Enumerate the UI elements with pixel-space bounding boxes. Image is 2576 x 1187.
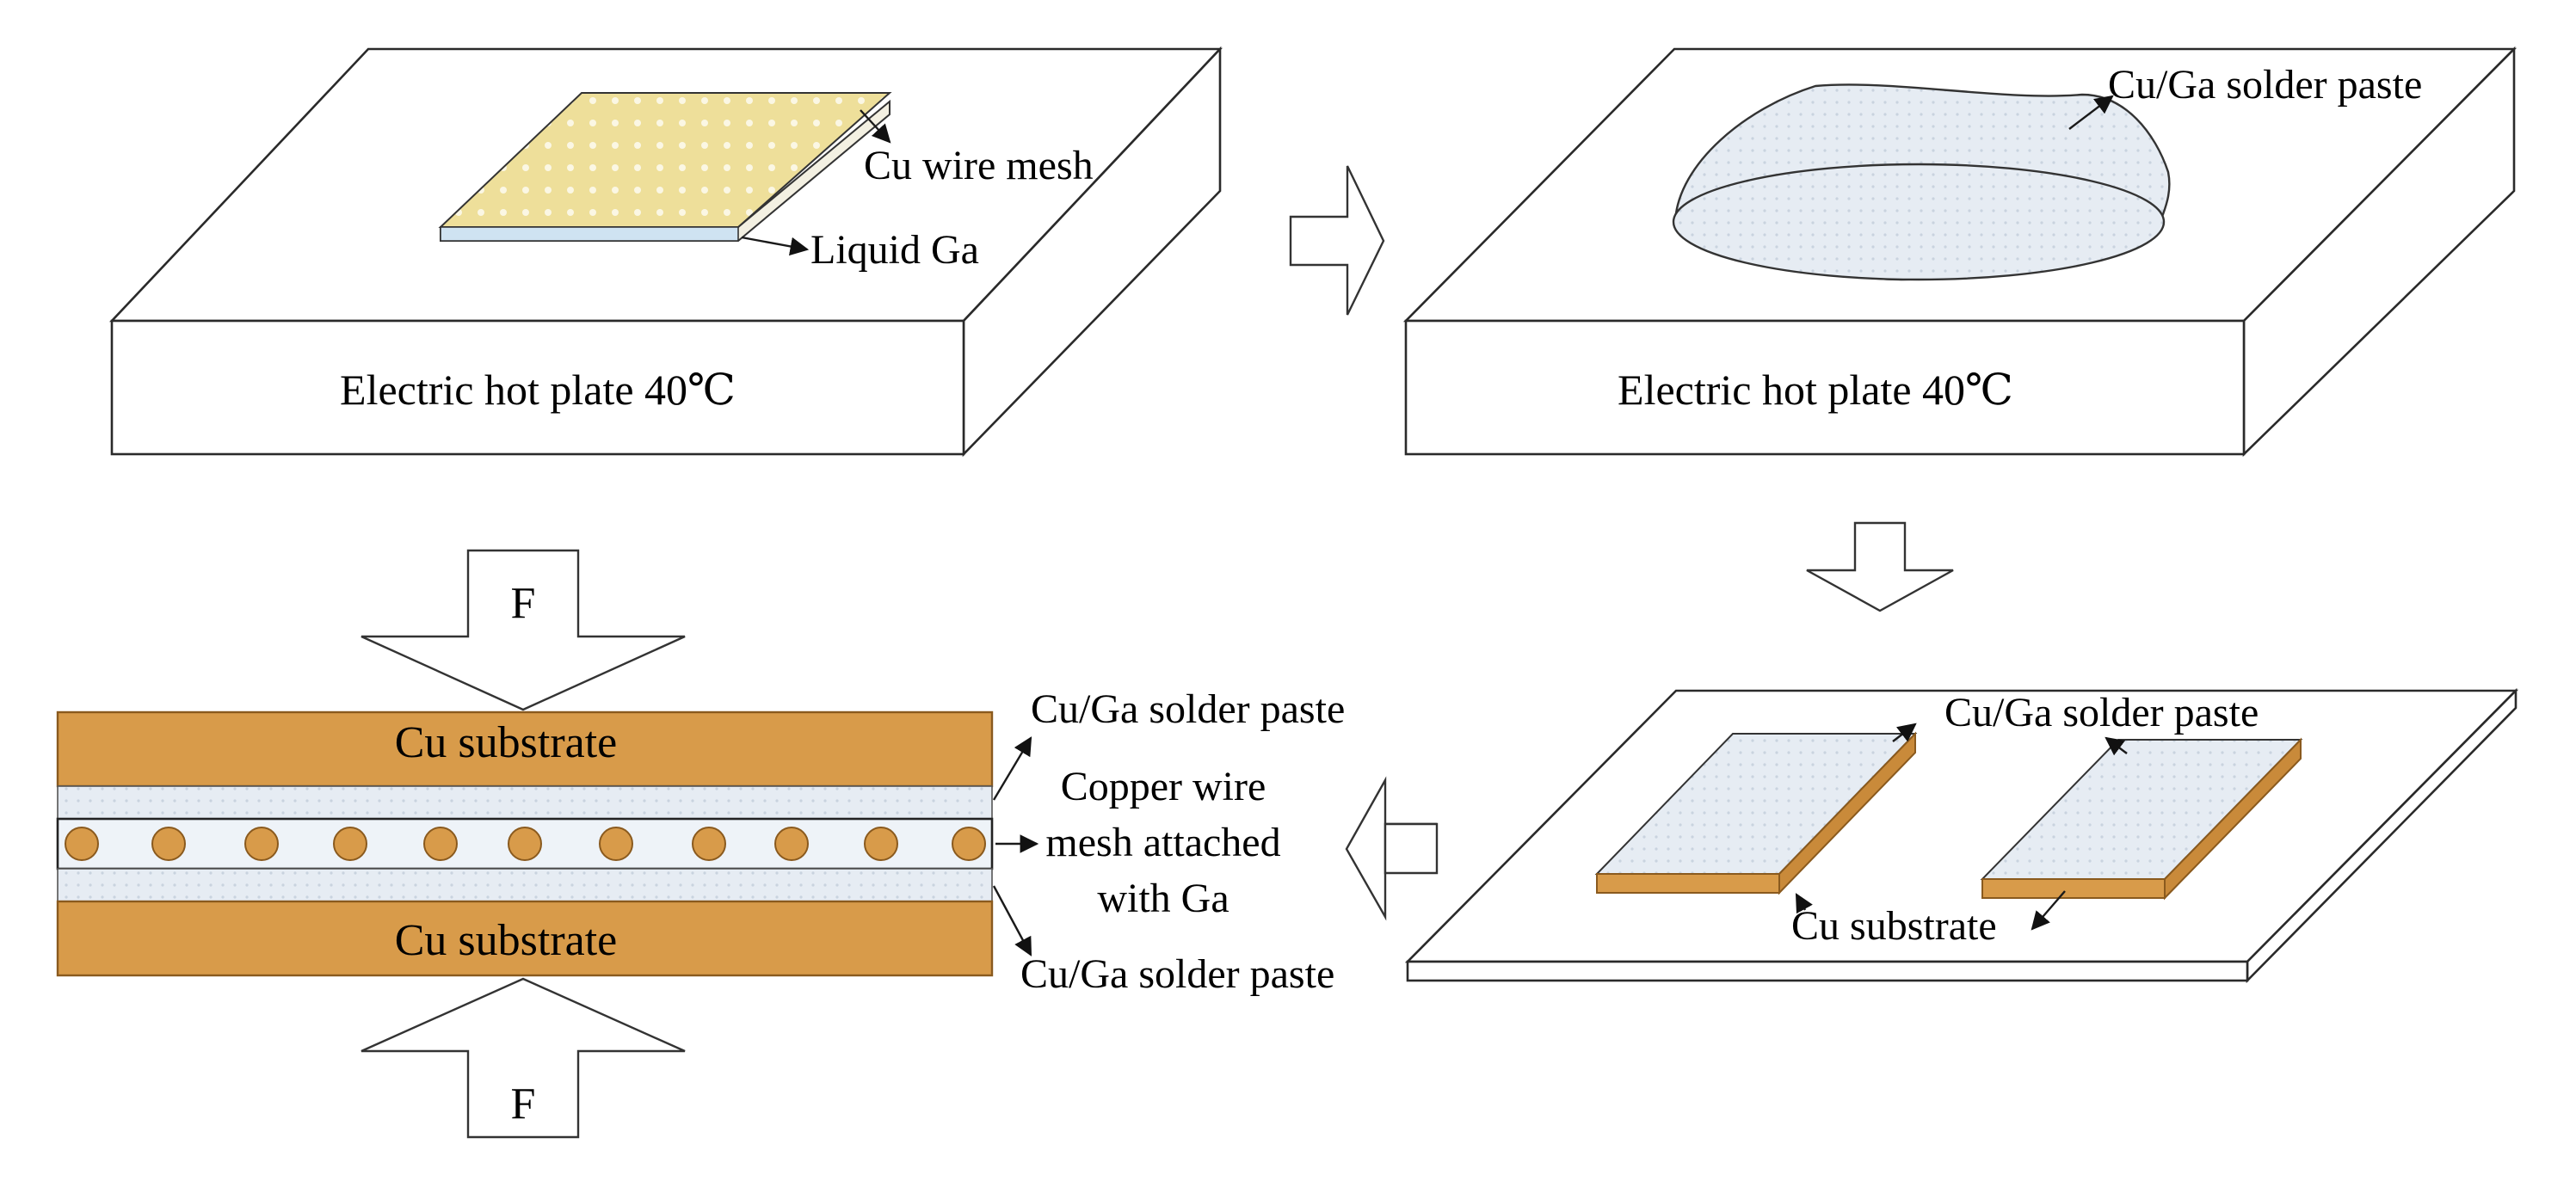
paste-leader-3 [1892,723,1917,742]
paste-label-2: Cu/Ga solder paste [2108,62,2422,108]
arrow-left-body [1384,822,1439,875]
arrow-down [1806,521,1954,612]
base-plate-front [1406,960,2249,982]
cu-substrate-top-label: Cu substrate [395,718,618,767]
cu-wire-mesh-front-edge [440,226,739,242]
arrow-right-1 [1289,165,1385,316]
wire-5 [423,827,458,861]
mesh-wires [65,827,986,861]
hotplate-2-front [1404,319,2246,456]
substrate-right-front [1981,878,2166,899]
cu-substrate-bottom [56,900,994,977]
paste-leader-3b [2105,736,2128,756]
mesh-label-line-1: Copper wire [1061,764,1266,809]
panel-paste-on-substrates: Cu/Ga solder paste Cu substrate [1404,687,2519,984]
cu-wire-mesh-label: Cu wire mesh [864,143,1094,188]
wire-6 [508,827,542,861]
wire-4 [333,827,367,861]
mesh-label-line-3: with Ga [1097,876,1229,921]
wire-1 [65,827,99,861]
hotplate-1-label: Electric hot plate 40℃ [340,366,736,414]
wire-11 [952,827,986,861]
cu-substrate-label-3: Cu substrate [1791,903,1997,949]
panel-bonding-sandwich: F Cu substrate Cu substrate F [56,549,1345,1139]
hotplate-1-front [110,319,965,456]
substrate-right-side [2164,737,2302,901]
paste-top-leader [992,736,1032,801]
paste-top-label-4: Cu/Ga solder paste [1031,686,1345,732]
ga-leader [741,236,810,256]
wire-2 [151,827,186,861]
paste-label-3: Cu/Ga solder paste [1944,690,2259,735]
solder-paste-base [1672,163,2166,281]
wire-9 [774,827,809,861]
cu-substrate-top [56,710,994,788]
substrate-left-side [1778,731,1916,895]
panel-paste-on-hotplate: Electric hot plate 40℃ Cu/Ga solder past… [1402,46,2517,458]
paste-bottom-label-4: Cu/Ga solder paste [1020,951,1334,997]
mesh-label-4: Copper wire mesh attached with Ga [1045,764,1280,921]
wire-7 [599,827,633,861]
cu-substrate-bottom-label: Cu substrate [395,916,618,965]
substrate-left-front [1596,873,1780,894]
substrate-leader-left [1795,893,1813,914]
wire-3 [244,827,279,861]
paste-leader-2 [2068,95,2114,130]
force-arrow-top [361,549,686,711]
solder-paste-bottom-layer [57,868,993,902]
paste-bottom-leader [992,885,1032,956]
liquid-ga-label: Liquid Ga [810,227,979,273]
force-arrow-bottom [361,977,686,1139]
force-label-bottom: F [511,1079,536,1129]
wire-10 [864,827,898,861]
wire-8 [692,827,726,861]
force-label-top: F [511,579,536,628]
panel-mesh-on-hotplate: Electric hot plate 40℃ Cu wire mesh Liqu… [108,46,1223,458]
substrate-leader-right [2031,890,2066,931]
mesh-leader [860,109,891,144]
solder-paste-top-layer [57,785,993,820]
hotplate-2-label: Electric hot plate 40℃ [1618,366,2013,414]
mesh-label-line-2: mesh attached [1045,820,1280,865]
